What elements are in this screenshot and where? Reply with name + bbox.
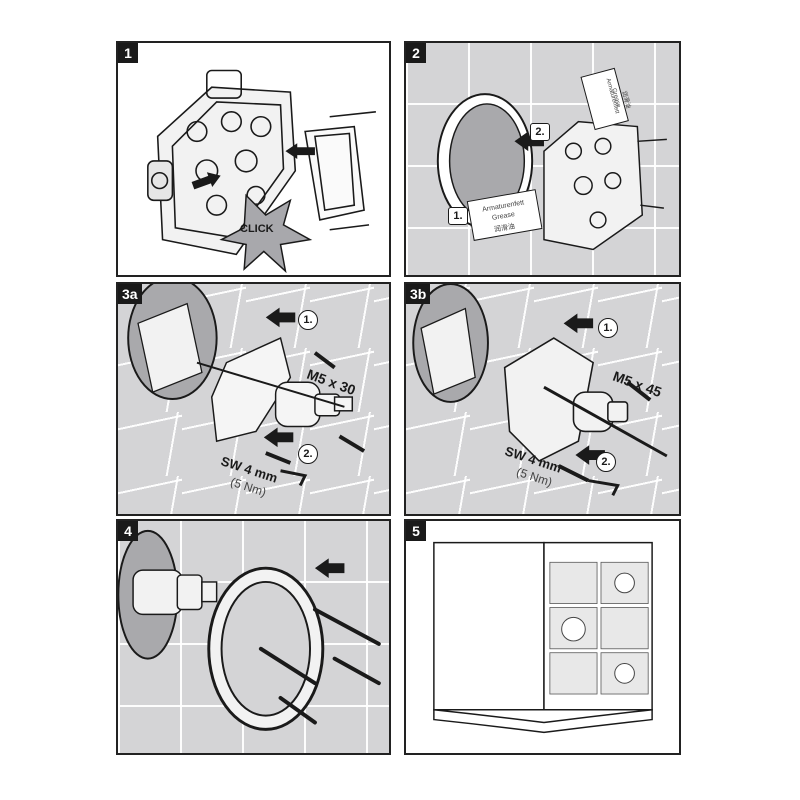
- step-number: 1: [118, 43, 138, 63]
- step-number: 5: [406, 521, 426, 541]
- step-number: 3a: [118, 284, 142, 304]
- open-manual-illustration: [433, 541, 653, 734]
- grease-tag-2: [580, 67, 629, 131]
- step-number: 3b: [406, 284, 431, 304]
- panel-3a: 3a 1. 2. M5 x 30 SW 4 mm (5 Nm): [116, 282, 391, 516]
- mounting-bracket-illustration: [127, 284, 366, 487]
- arrow-icon: [314, 558, 345, 579]
- rough-in-body-illustration: [147, 69, 376, 274]
- arrow-icon: [563, 313, 594, 334]
- grease-application-illustration: [436, 67, 667, 251]
- arrow-icon: [263, 427, 294, 448]
- step-badge-1: 1.: [448, 207, 468, 225]
- grease-tag-1: [466, 189, 543, 241]
- panel-5: 5: [404, 519, 681, 755]
- step-badge-2: 2.: [530, 123, 550, 141]
- step-number: 4: [118, 521, 138, 541]
- panel-1: 1 CLICK: [116, 41, 391, 277]
- click-burst-icon: [219, 193, 313, 274]
- panel-4: 4: [116, 519, 391, 755]
- step-badge-1: 1.: [598, 318, 618, 338]
- arrow-icon: [285, 143, 315, 159]
- step-badge-2: 2.: [596, 452, 616, 472]
- step-number: 2: [406, 43, 426, 63]
- click-label: CLICK: [240, 223, 274, 235]
- trim-plate-illustration: [118, 529, 381, 731]
- arrow-icon: [191, 172, 221, 190]
- step-badge-2: 2.: [298, 444, 318, 464]
- valve-body-illustration: [412, 284, 668, 496]
- panel-3b: 3b 1. 2. M5 x 45 SW 4 mm (5 Nm): [404, 282, 681, 516]
- panel-2: 2 1. 2. Armaturenfett Grease 润滑油 Armatur…: [404, 41, 681, 277]
- arrow-icon: [265, 307, 296, 328]
- step-badge-1: 1.: [298, 310, 318, 330]
